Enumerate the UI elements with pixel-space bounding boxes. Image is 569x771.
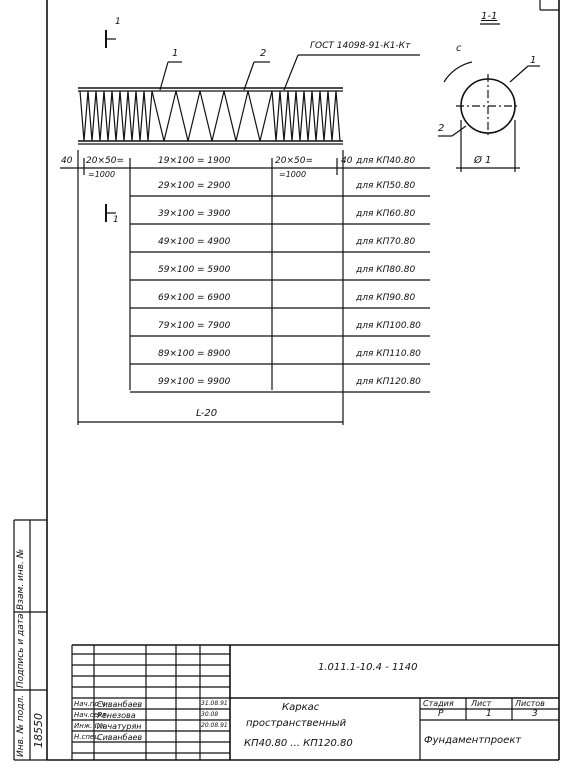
dim-right-end: 40 xyxy=(341,156,353,166)
dimension-row-value: 59×100 = 5900 xyxy=(158,265,231,275)
total-dimension: L-20 xyxy=(196,408,218,419)
signature-name: Сиванбаев xyxy=(97,733,143,742)
title-line2: пространственный xyxy=(246,718,347,729)
signature-date: 31.08.91 xyxy=(201,700,228,707)
sheets-value: 3 xyxy=(532,709,538,719)
dimension-row-value: 39×100 = 3900 xyxy=(158,209,231,219)
section-callout-c: c xyxy=(456,43,462,54)
dimension-row-label: для КП100.80 xyxy=(356,321,421,331)
section-callout-2: 2 xyxy=(438,123,445,134)
dimension-row-value: 69×100 = 6900 xyxy=(158,293,231,303)
signature-role: Инж. II к xyxy=(74,722,106,730)
dimension-row-label: для КП120.80 xyxy=(356,377,421,387)
dim-left-end: 40 xyxy=(61,156,73,166)
signature-role: Н.спец. xyxy=(74,733,102,741)
stage-header: Стадия xyxy=(423,699,454,708)
side-stamp-inv-podl: Инв. № подл. xyxy=(16,694,26,757)
dimension-row-value: 79×100 = 7900 xyxy=(158,321,231,331)
section-mark-top-label: 1 xyxy=(115,17,121,27)
signature-name: Ренезова xyxy=(97,711,136,720)
sheet-value: 1 xyxy=(486,709,492,719)
dim-right-span-total: =1000 xyxy=(279,170,307,179)
organization: Фундаментпроект xyxy=(424,735,522,746)
dimension-row-value: 29×100 = 2900 xyxy=(158,181,231,191)
side-stamp-podpis: Подпись и дата xyxy=(16,613,26,688)
dimension-row-label: для КП50.80 xyxy=(356,181,416,191)
signature-name: Хачатурян xyxy=(97,722,142,731)
sheet-header: Лист xyxy=(471,699,492,708)
dimension-row-value: 49×100 = 4900 xyxy=(158,237,231,247)
section-diameter: Ø 1 xyxy=(474,155,492,166)
section-mark-mid-label: 1 xyxy=(113,215,119,225)
dim-first-label: для КП40.80 xyxy=(356,156,416,166)
sheets-header: Листов xyxy=(515,699,545,708)
dimension-row-label: для КП70.80 xyxy=(356,237,416,247)
stage-value: Р xyxy=(438,709,444,719)
signature-date: 30.08 xyxy=(201,711,219,718)
dimension-row-label: для КП110.80 xyxy=(356,349,421,359)
dimension-row-label: для КП90.80 xyxy=(356,293,416,303)
dim-left-span-total: =1000 xyxy=(88,170,116,179)
signature-role: Нач.сект. xyxy=(74,711,109,719)
callout-pos2: 2 xyxy=(260,48,267,59)
dimension-row-label: для КП60.80 xyxy=(356,209,416,219)
dim-center: 19×100 = 1900 xyxy=(158,156,231,166)
signature-date: 20.08.91 xyxy=(201,722,228,729)
signature-role: Нач.по-ч xyxy=(74,700,106,708)
dim-right-span: 20×50= xyxy=(275,156,313,166)
title-line1: Каркас xyxy=(282,702,320,713)
dim-left-span: 20×50= xyxy=(86,156,124,166)
signature-name: Сиванбаев xyxy=(97,700,143,709)
callout-gost: ГОСТ 14098-91-К1-Кт xyxy=(310,41,411,51)
section-callout-1: 1 xyxy=(530,55,537,66)
section-title: 1-1 xyxy=(481,11,498,22)
side-stamp-vzam: Взам. инв. № xyxy=(16,548,26,610)
dimension-row-value: 89×100 = 8900 xyxy=(158,349,231,359)
dimension-row-label: для КП80.80 xyxy=(356,265,416,275)
callout-pos1: 1 xyxy=(172,48,179,59)
side-stamp-number: 18550 xyxy=(32,713,45,748)
doc-code: 1.011.1-10.4 - 1140 xyxy=(318,662,418,673)
dimension-row-value: 99×100 = 9900 xyxy=(158,377,231,387)
title-line3: КП40.80 ... КП120.80 xyxy=(244,738,353,749)
